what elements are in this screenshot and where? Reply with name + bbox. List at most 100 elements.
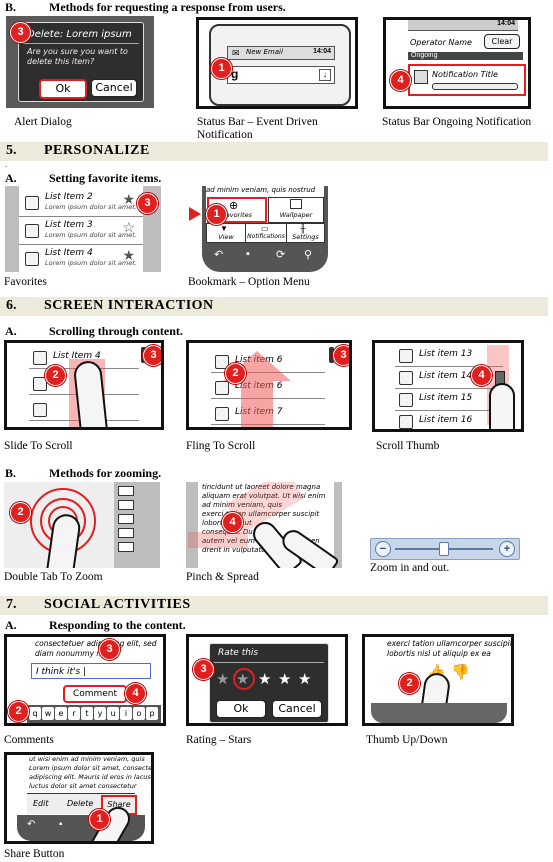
thumbnail bbox=[118, 542, 134, 552]
zoom-in-button[interactable]: + bbox=[499, 541, 515, 557]
checkbox[interactable] bbox=[215, 407, 229, 421]
refresh-icon[interactable]: ⟳ bbox=[276, 249, 286, 261]
checkbox[interactable] bbox=[399, 393, 413, 407]
list-item[interactable]: List Item 2 Lorem ipsum dolor sit amet. … bbox=[19, 190, 143, 217]
checkbox[interactable] bbox=[399, 371, 413, 385]
callout-marker: 2 bbox=[45, 365, 66, 386]
star-filled-icon[interactable]: ★ bbox=[122, 193, 135, 208]
section-letter: A. bbox=[5, 324, 17, 338]
checkbox[interactable] bbox=[33, 403, 47, 417]
content-text: consectetuer adipiscing elit, sed bbox=[35, 639, 157, 648]
plus-circle-icon: ⊕ bbox=[229, 200, 239, 212]
star-icon[interactable]: ★ bbox=[298, 672, 312, 688]
star-icon[interactable]: ★ bbox=[216, 672, 230, 688]
section-band-screen-interaction: 6. SCREEN INTERACTION bbox=[0, 297, 548, 316]
checkbox[interactable] bbox=[25, 196, 39, 210]
key[interactable]: o bbox=[133, 707, 145, 720]
section-title: Responding to the content. bbox=[49, 618, 186, 632]
zoom-slider-thumb[interactable] bbox=[439, 542, 449, 556]
key[interactable]: r bbox=[68, 707, 80, 720]
star-icon[interactable]: ★ bbox=[278, 672, 292, 688]
menu-item-wallpaper[interactable]: Wallpaper bbox=[268, 197, 324, 223]
star-outline-icon[interactable]: ☆ bbox=[122, 221, 135, 236]
caption-share: Share Button bbox=[4, 848, 65, 860]
list-item[interactable]: List Item 3 Lorem ipsum dolor sit amet. … bbox=[19, 218, 143, 245]
stray-dot: . bbox=[5, 160, 7, 169]
item-subtitle: Lorem ipsum dolor sit amet. bbox=[45, 231, 137, 239]
list-item[interactable]: List item 15 bbox=[395, 389, 503, 411]
star-icon[interactable]: ★ bbox=[258, 672, 272, 688]
checkbox[interactable] bbox=[399, 349, 413, 363]
status-time: 14:04 bbox=[313, 48, 331, 55]
menu-item-notifications[interactable]: ▭ Notifications bbox=[245, 223, 287, 243]
ok-button[interactable]: Ok bbox=[216, 700, 266, 718]
caption-bookmark: Bookmark – Option Menu bbox=[188, 276, 310, 288]
menu-item-settings[interactable]: ╫ Settings bbox=[286, 223, 325, 243]
checkbox[interactable] bbox=[25, 252, 39, 266]
checkbox[interactable] bbox=[33, 351, 47, 365]
menu-icon[interactable]: ▪ bbox=[59, 819, 63, 830]
dialog-box: Delete: Lorem ipsum Are you sure you wan… bbox=[18, 22, 144, 102]
item-title: List item 14 bbox=[419, 371, 473, 381]
search-widget[interactable]: g ↓ bbox=[227, 66, 335, 84]
menu-icon[interactable]: ▪ bbox=[246, 248, 250, 260]
item-subtitle: Lorem ipsum dolor sit amet. bbox=[45, 203, 137, 211]
divider bbox=[214, 662, 324, 663]
notification-title: Notification Title bbox=[432, 70, 498, 79]
key[interactable]: t bbox=[81, 707, 93, 720]
clear-button[interactable]: Clear bbox=[484, 34, 520, 49]
comment-input[interactable]: I think it's | bbox=[31, 663, 151, 679]
content-text: exerci tation ullamcorper suscipit bbox=[387, 639, 513, 648]
comment-button[interactable]: Comment bbox=[63, 685, 127, 703]
caption-slide-scroll: Slide To Scroll bbox=[4, 440, 73, 452]
section-title: Setting favorite items. bbox=[49, 171, 162, 185]
list-item[interactable]: List item 16 bbox=[395, 411, 503, 429]
favorites-screenshot: List Item 2 Lorem ipsum dolor sit amet. … bbox=[5, 186, 161, 272]
spread-trail bbox=[188, 532, 248, 548]
back-icon[interactable]: ↶ bbox=[214, 249, 224, 261]
checkbox[interactable] bbox=[25, 224, 39, 238]
callout-marker: 1 bbox=[206, 204, 227, 225]
ongoing-label: Ongoing bbox=[408, 52, 523, 60]
key[interactable]: w bbox=[42, 707, 54, 720]
key[interactable]: i bbox=[120, 707, 132, 720]
section-title: Methods for requesting a response from u… bbox=[49, 0, 286, 14]
checkbox[interactable] bbox=[215, 381, 229, 395]
checkbox[interactable] bbox=[399, 415, 413, 429]
star-filled-icon[interactable]: ★ bbox=[122, 249, 135, 264]
search-icon[interactable]: ⚲ bbox=[304, 249, 313, 261]
image-icon bbox=[290, 199, 302, 209]
key[interactable]: u bbox=[107, 707, 119, 720]
star-rating[interactable]: ★ ★ ★ ★ ★ bbox=[216, 668, 322, 690]
zoom-out-button[interactable]: − bbox=[375, 541, 391, 557]
status-text: New Email bbox=[246, 48, 283, 56]
list-item[interactable]: List item 14 bbox=[395, 367, 503, 389]
section-number: 5. bbox=[6, 143, 17, 158]
cancel-button[interactable]: Cancel bbox=[272, 700, 322, 718]
rating-screenshot: Rate this ★ ★ ★ ★ ★ Ok Cancel 3 bbox=[186, 634, 348, 726]
caption-pinch: Pinch & Spread bbox=[186, 571, 259, 583]
key[interactable]: y bbox=[94, 707, 106, 720]
status-bar: 14:04 bbox=[408, 20, 518, 31]
callout-marker: 2 bbox=[10, 502, 31, 523]
delete-button[interactable]: Delete bbox=[67, 799, 94, 808]
menu-item-view[interactable]: ▼ View bbox=[206, 223, 246, 243]
list-item[interactable]: List Item 4 Lorem ipsum dolor sit amet. … bbox=[19, 246, 143, 272]
key[interactable]: q bbox=[29, 707, 41, 720]
back-icon[interactable]: ↶ bbox=[27, 819, 36, 830]
section-title: PERSONALIZE bbox=[44, 143, 150, 158]
callout-marker: 3 bbox=[333, 345, 349, 366]
dialog-message: Are you sure you want to delete this ite… bbox=[27, 47, 128, 66]
key[interactable]: e bbox=[55, 707, 67, 720]
key[interactable]: p bbox=[146, 707, 158, 720]
cancel-button[interactable]: Cancel bbox=[91, 79, 137, 97]
section-7a-heading: A. Responding to the content. bbox=[5, 618, 305, 632]
thumb-down-icon[interactable]: 👎 bbox=[451, 665, 470, 681]
ok-button[interactable]: Ok bbox=[39, 79, 87, 99]
scrollbar[interactable] bbox=[329, 347, 334, 363]
checkbox[interactable] bbox=[33, 377, 47, 391]
notification-item[interactable]: Notification Title bbox=[408, 64, 526, 96]
list-item[interactable]: List item 13 bbox=[395, 345, 503, 367]
thumbnail bbox=[118, 500, 134, 510]
edit-button[interactable]: Edit bbox=[33, 799, 49, 808]
